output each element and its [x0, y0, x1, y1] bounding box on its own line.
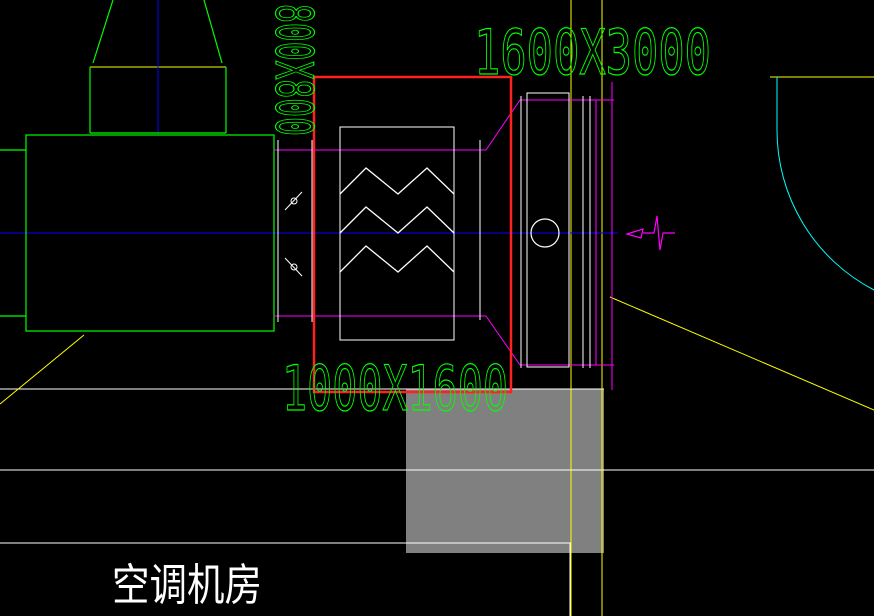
air-handler-unit: [0, 0, 275, 332]
white-lines: [0, 388, 874, 616]
duct-size-label-top: 1600X3000: [474, 16, 711, 89]
fan-circle-icon: [530, 218, 560, 248]
duct-fittings: [277, 92, 591, 368]
heating-coil-zigzag-icon: [339, 167, 455, 273]
room-name-label: 空调机房: [112, 560, 262, 611]
selection-highlight: [312, 75, 513, 394]
duct-outline: [274, 82, 614, 390]
duct-size-label-bottom: 1000X1600: [282, 352, 508, 425]
duct-size-label-vertical: 800X800: [263, 4, 323, 136]
cyan-arc: [776, 77, 874, 291]
axis-line: [0, 0, 618, 234]
section-arrow-icon: [624, 215, 675, 251]
damper-icon: [284, 191, 303, 277]
